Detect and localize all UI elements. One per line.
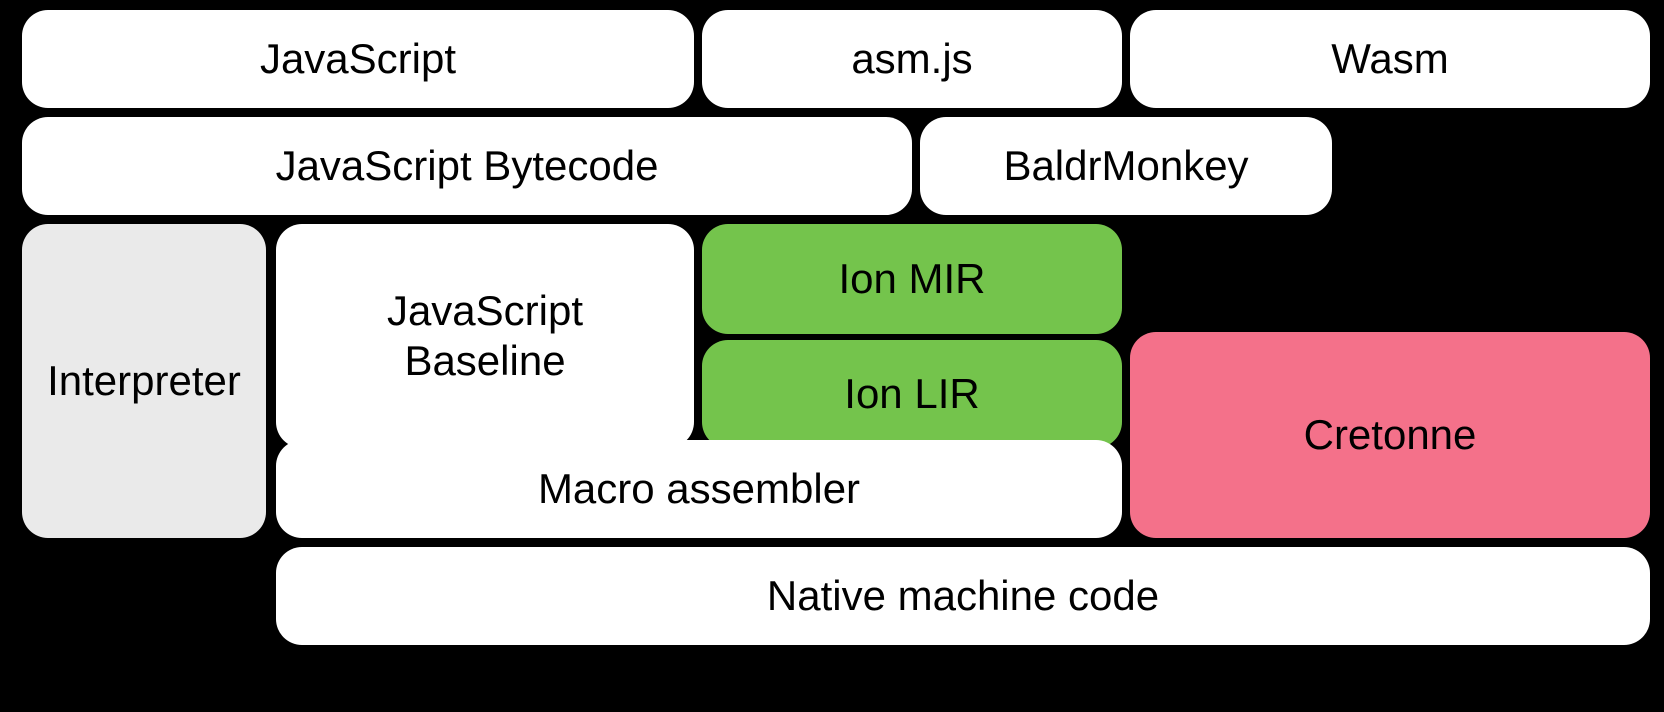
- node-ion-mir: Ion MIR: [702, 224, 1122, 334]
- node-cretonne: Cretonne: [1130, 332, 1650, 538]
- node-label: Cretonne: [1303, 411, 1477, 459]
- node-label: JavaScript Baseline: [386, 287, 584, 384]
- node-label: JavaScript Bytecode: [275, 142, 659, 190]
- node-macro-assembler: Macro assembler: [276, 440, 1122, 538]
- node-label: asm.js: [851, 35, 973, 83]
- node-label: Native machine code: [766, 572, 1160, 620]
- node-javascript-bytecode: JavaScript Bytecode: [22, 117, 912, 215]
- node-label: BaldrMonkey: [1003, 142, 1249, 190]
- node-wasm: Wasm: [1130, 10, 1650, 108]
- node-asm-js: asm.js: [702, 10, 1122, 108]
- node-label: JavaScript: [259, 35, 457, 83]
- node-label: Wasm: [1331, 35, 1449, 83]
- node-label: Interpreter: [47, 357, 241, 405]
- node-label: Macro assembler: [537, 465, 861, 513]
- node-baldrmonkey: BaldrMonkey: [920, 117, 1332, 215]
- node-label: Ion LIR: [844, 370, 980, 418]
- node-ion-lir: Ion LIR: [702, 340, 1122, 448]
- node-native-machine-code: Native machine code: [276, 547, 1650, 645]
- node-interpreter: Interpreter: [22, 224, 266, 538]
- node-javascript-baseline: JavaScript Baseline: [276, 224, 694, 448]
- node-label: Ion MIR: [838, 255, 986, 303]
- node-javascript: JavaScript: [22, 10, 694, 108]
